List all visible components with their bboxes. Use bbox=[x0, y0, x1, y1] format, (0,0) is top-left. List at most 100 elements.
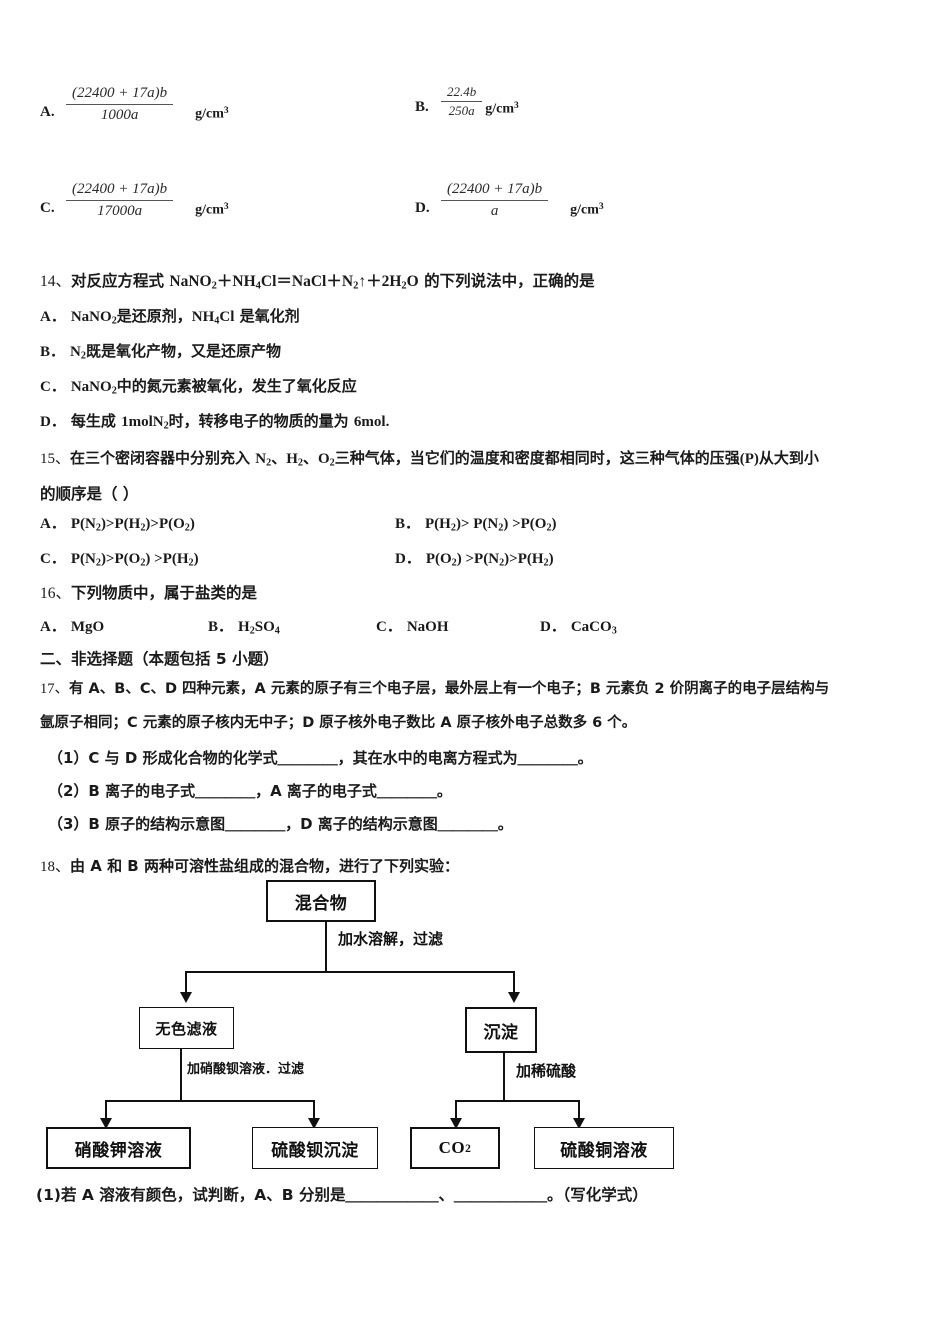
option-d-denominator: a bbox=[441, 199, 549, 221]
question-15-stem-line-1: 15、在三个密闭容器中分别充入 N2、H2、O2三种气体，当它们的温度和密度都相… bbox=[40, 449, 819, 469]
question-16-stem: 16、下列物质中，属于盐类的是 bbox=[40, 582, 257, 605]
flow-connector-h2-right bbox=[455, 1100, 580, 1102]
question-16-option-d: D．CaCO3 bbox=[540, 619, 617, 637]
flow-arrow-to-product-4-icon bbox=[573, 1118, 585, 1129]
question-16-stem-text: 下列物质中，属于盐类的是 bbox=[71, 584, 258, 602]
option-c-unit: g/cm3 bbox=[195, 202, 229, 218]
question-15-option-a: A．P(N2)>P(H2)>P(O2) bbox=[40, 516, 195, 534]
flow-connector-v3-d bbox=[578, 1100, 580, 1122]
question-15-option-c: C．P(N2)>P(O2) >P(H2) bbox=[40, 551, 199, 569]
question-15-option-b-label: B． bbox=[395, 516, 421, 532]
question-16-option-b-label: B． bbox=[208, 619, 234, 635]
flowchart-node-precipitate: 沉淀 bbox=[465, 1007, 537, 1053]
flowchart-label-step-1: 加水溶解，过滤 bbox=[338, 930, 444, 948]
question-14-number: 14、 bbox=[40, 273, 72, 290]
flow-connector-v2-right bbox=[503, 1053, 505, 1101]
question-18-stem: 18、由 A 和 B 两种可溶性盐组成的混合物，进行了下列实验： bbox=[40, 855, 459, 879]
flow-connector-v3-a bbox=[105, 1100, 107, 1122]
question-14-option-a: A．NaNO2是还原剂，NH4Cl 是氧化剂 bbox=[40, 307, 300, 327]
question-17-number: 17、 bbox=[40, 681, 69, 697]
question-17-line-1-text: 有 A、B、C、D 四种元素，A 元素的原子有三个电子层，最外层上有一个电子；B… bbox=[69, 681, 830, 697]
question-14-stem-post: 的下列说法中，正确的是 bbox=[418, 272, 595, 290]
option-b-fraction: 22.4b 250a bbox=[441, 84, 483, 120]
question-13-options: A. (22400 + 17a)b 1000a g/cm3 B. 22.4b 2… bbox=[40, 84, 920, 276]
option-d-fraction: (22400 + 17a)b a bbox=[441, 180, 549, 221]
question-14-stem: 14、对反应方程式 NaNO2＋NH4Cl＝NaCl＋N2↑＋2H2O 的下列说… bbox=[40, 270, 595, 294]
option-b-letter: B. bbox=[415, 98, 429, 115]
flowchart-label-step-2: 加硝酸钡溶液．过滤 bbox=[187, 1062, 305, 1077]
options-row-cd: C. (22400 + 17a)b 17000a g/cm3 D. (22400… bbox=[40, 180, 920, 242]
option-d-numerator: (22400 + 17a)b bbox=[447, 181, 543, 197]
flow-arrow-to-product-1-icon bbox=[100, 1118, 112, 1129]
flowchart-node-product-1: 硝酸钾溶液 bbox=[46, 1127, 191, 1169]
question-14-option-d: D．每生成 1molN2时，转移电子的物质的量为 6mol. bbox=[40, 412, 390, 432]
flowchart-node-product-2: 硫酸钡沉淀 bbox=[252, 1127, 378, 1169]
question-16-option-a-label: A． bbox=[40, 619, 66, 635]
experiment-flowchart: 混合物 加水溶解，过滤 无色滤液 沉淀 加硝酸钡溶液．过滤 加稀硫酸 bbox=[0, 862, 950, 1169]
option-d-letter: D. bbox=[415, 199, 430, 216]
question-15-number: 15、 bbox=[40, 451, 71, 467]
flow-connector-h1 bbox=[185, 971, 515, 973]
flowchart-node-product-4: 硫酸铜溶液 bbox=[534, 1127, 674, 1169]
options-row-ab: A. (22400 + 17a)b 1000a g/cm3 B. 22.4b 2… bbox=[40, 84, 920, 146]
flow-connector-v1-left bbox=[185, 971, 187, 996]
flow-connector-h2-left bbox=[105, 1100, 315, 1102]
question-16-number: 16、 bbox=[40, 585, 72, 602]
question-14-option-b: B．N2既是氧化产物，又是还原产物 bbox=[40, 342, 281, 362]
question-14-option-c-label: C． bbox=[40, 379, 66, 395]
question-17-sub-2: （2）B 离子的电子式＿＿＿＿，A 离子的电子式＿＿＿＿。 bbox=[48, 782, 452, 800]
option-c-denominator: 17000a bbox=[66, 199, 174, 221]
question-16-option-a: A．MgO bbox=[40, 619, 105, 635]
flowchart-label-step-3: 加稀硫酸 bbox=[516, 1062, 577, 1080]
flowchart-node-colorless-filtrate: 无色滤液 bbox=[139, 1007, 234, 1049]
option-a-unit: g/cm3 bbox=[195, 106, 229, 122]
question-15-option-c-label: C． bbox=[40, 551, 66, 567]
option-d: D. (22400 + 17a)b a g/cm3 bbox=[415, 180, 775, 221]
question-15-stem-line-2: 的顺序是（ ） bbox=[40, 485, 139, 503]
option-a-fraction: (22400 + 17a)b 1000a bbox=[66, 84, 174, 125]
option-b: B. 22.4b 250a g/cm3 bbox=[415, 84, 775, 120]
option-b-unit: g/cm3 bbox=[485, 101, 519, 117]
question-18-number: 18、 bbox=[40, 859, 71, 875]
option-b-numerator: 22.4b bbox=[447, 84, 477, 99]
option-a-letter: A. bbox=[40, 103, 55, 120]
flow-connector-v3-c bbox=[455, 1100, 457, 1122]
question-16-option-c-label: C． bbox=[376, 619, 402, 635]
question-18-sub-1: (1)若 A 溶液有颜色，试判断，A、B 分别是＿＿＿＿＿＿、＿＿＿＿＿＿。（写… bbox=[36, 1186, 648, 1204]
option-a: A. (22400 + 17a)b 1000a g/cm3 bbox=[40, 84, 400, 125]
option-b-denominator: 250a bbox=[441, 101, 483, 119]
question-17-stem-line-1: 17、有 A、B、C、D 四种元素，A 元素的原子有三个电子层，最外层上有一个电… bbox=[40, 679, 829, 701]
flow-arrow-to-precipitate-icon bbox=[508, 992, 520, 1003]
flow-connector-v1 bbox=[325, 922, 327, 972]
question-15-option-d-label: D． bbox=[395, 551, 421, 567]
option-c-fraction: (22400 + 17a)b 17000a bbox=[66, 180, 174, 221]
question-14-option-d-label: D． bbox=[40, 414, 66, 430]
question-14-option-c: C．NaNO2中的氮元素被氧化，发生了氧化反应 bbox=[40, 377, 357, 397]
option-c-numerator: (22400 + 17a)b bbox=[72, 181, 168, 197]
flowchart-node-mixture: 混合物 bbox=[266, 880, 376, 922]
question-15-option-b: B．P(H2)> P(N2) >P(O2) bbox=[395, 516, 557, 534]
question-16-option-c: C．NaOH bbox=[376, 619, 449, 635]
question-17-sub-3: （3）B 原子的结构示意图＿＿＿＿，D 离子的结构示意图＿＿＿＿。 bbox=[48, 815, 513, 833]
flow-connector-v1-right bbox=[513, 971, 515, 996]
option-c: C. (22400 + 17a)b 17000a g/cm3 bbox=[40, 180, 400, 221]
question-14-equation: NaNO2＋NH4Cl＝NaCl＋N2↑＋2H2O bbox=[169, 273, 419, 292]
question-17-stem-line-2: 氩原子相同；C 元素的原子核内无中子；D 原子核外电子数比 A 原子核外电子总数… bbox=[40, 715, 637, 731]
flow-connector-v2-left bbox=[180, 1049, 182, 1101]
question-15-option-d: D．P(O2) >P(N2)>P(H2) bbox=[395, 551, 554, 569]
question-14-stem-pre: 对反应方程式 bbox=[71, 272, 170, 290]
question-17-sub-1: （1）C 与 D 形成化合物的化学式＿＿＿＿，其在水中的电离方程式为＿＿＿＿。 bbox=[48, 749, 593, 767]
question-16-option-b: B．H2SO4 bbox=[208, 619, 280, 637]
question-15-option-a-label: A． bbox=[40, 516, 66, 532]
flow-arrow-to-product-3-icon bbox=[450, 1118, 462, 1129]
flow-connector-v3-b bbox=[313, 1100, 315, 1122]
question-18-stem-text: 由 A 和 B 两种可溶性盐组成的混合物，进行了下列实验： bbox=[70, 857, 459, 875]
option-c-letter: C. bbox=[40, 199, 55, 216]
flow-arrow-to-filtrate-icon bbox=[180, 992, 192, 1003]
question-14-option-b-label: B． bbox=[40, 344, 66, 360]
option-d-unit: g/cm3 bbox=[570, 202, 604, 218]
question-14-option-a-label: A． bbox=[40, 309, 66, 325]
question-16-option-d-label: D． bbox=[540, 619, 566, 635]
